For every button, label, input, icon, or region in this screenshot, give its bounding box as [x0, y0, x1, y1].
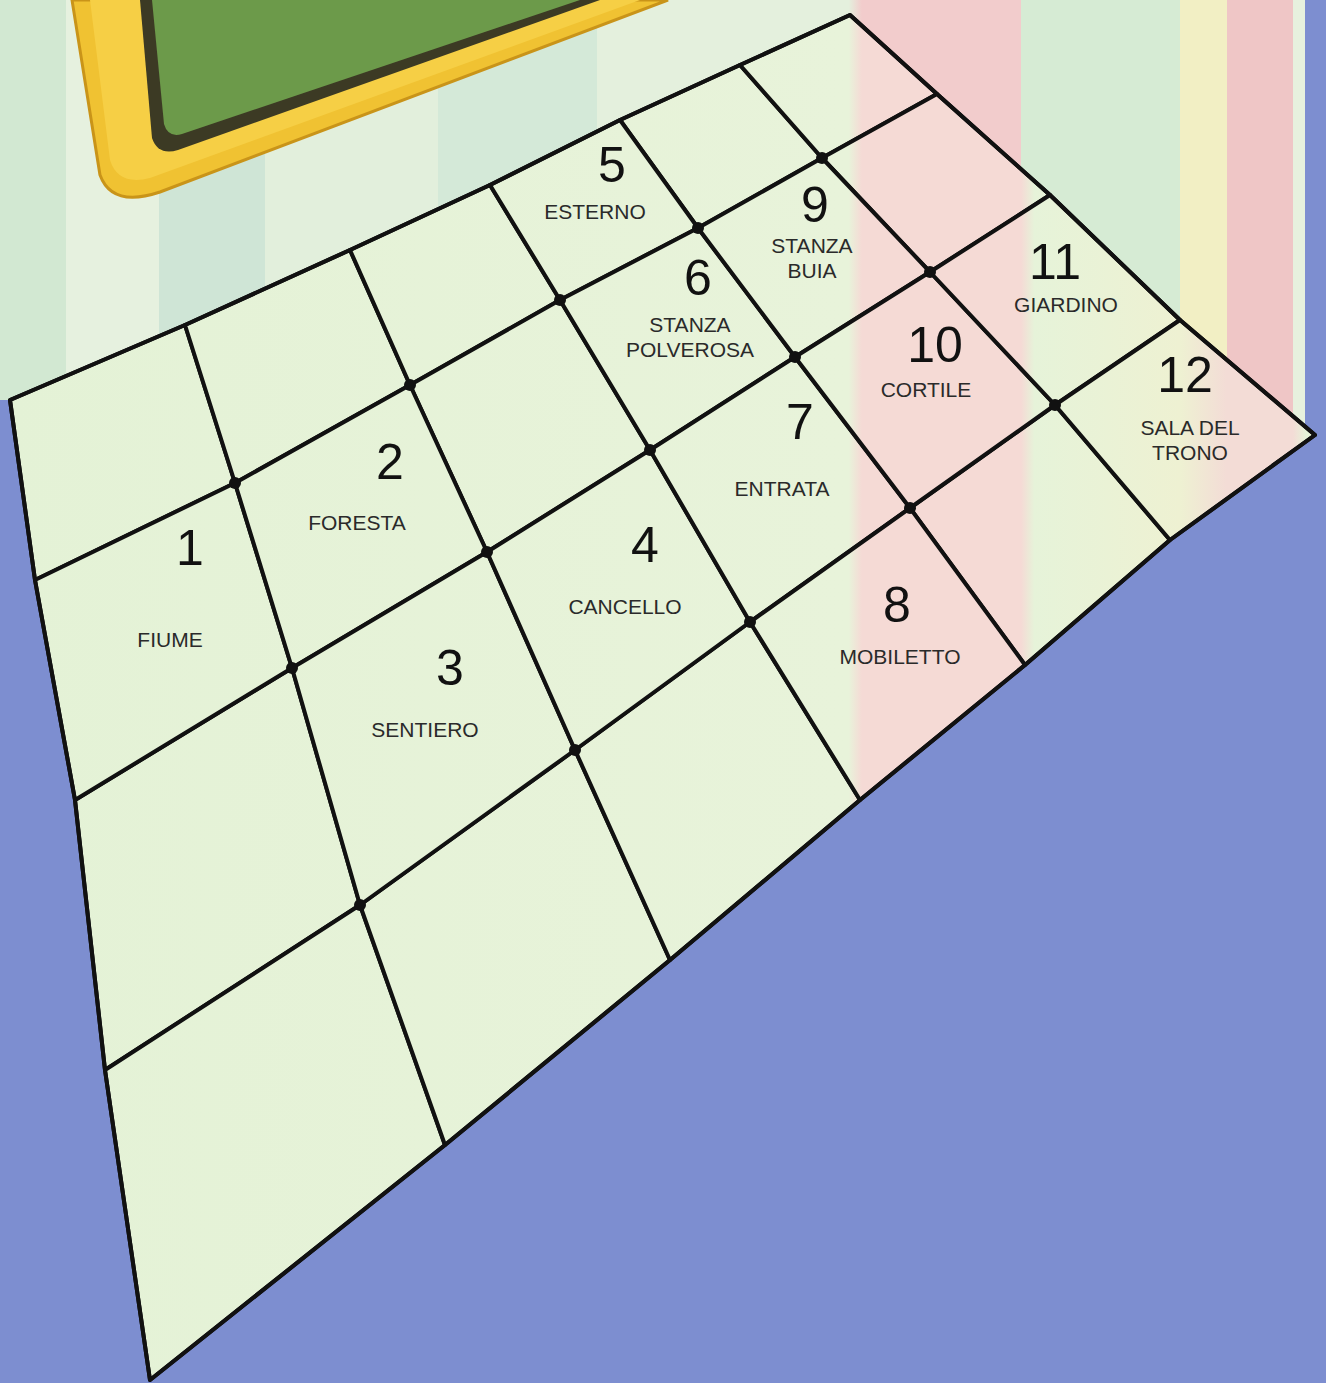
room-number: 2 — [376, 437, 404, 487]
room-name: ENTRATA — [717, 476, 847, 501]
room-name: STANZA POLVEROSA — [610, 312, 770, 362]
grid-dot — [904, 502, 916, 514]
room-name: FIUME — [110, 627, 230, 652]
grid-dot — [404, 379, 416, 391]
room-name: MOBILETTO — [830, 644, 970, 669]
grid-dot — [816, 152, 828, 164]
grid-dot — [1049, 399, 1061, 411]
room-name: FORESTA — [292, 510, 422, 535]
grid-dot — [692, 222, 704, 234]
room-number: 12 — [1157, 350, 1213, 400]
room-name: SALA DEL TRONO — [1125, 415, 1255, 465]
room-name: STANZA BUIA — [762, 233, 862, 283]
grid-dot — [569, 744, 581, 756]
grid-dot — [744, 616, 756, 628]
grid-border — [10, 15, 1315, 1380]
room-cell: 8MOBILETTO — [750, 508, 1025, 800]
grid-dot — [229, 477, 241, 489]
room-number: 4 — [631, 520, 659, 570]
room-number: 5 — [598, 140, 626, 190]
room-number: 6 — [684, 253, 712, 303]
room-name: GIARDINO — [1006, 292, 1126, 317]
room-name: CANCELLO — [555, 594, 695, 619]
room-number: 9 — [801, 180, 829, 230]
grid-dot — [354, 899, 366, 911]
room-number: 10 — [907, 320, 963, 370]
room-number: 7 — [786, 397, 814, 447]
room-name: CORTILE — [871, 377, 981, 402]
room-number: 1 — [176, 523, 204, 573]
grid-dot — [481, 546, 493, 558]
grid-dot — [789, 351, 801, 363]
grid-dot — [554, 294, 566, 306]
room-number: 8 — [883, 580, 911, 630]
room-number: 11 — [1029, 237, 1081, 287]
grid-dot — [286, 662, 298, 674]
grid-dot — [924, 266, 936, 278]
room-number: 3 — [436, 643, 464, 693]
grid-dot — [644, 444, 656, 456]
room-cell: 12SALA DEL TRONO — [1055, 320, 1315, 540]
room-name: SENTIERO — [355, 717, 495, 742]
room-name: ESTERNO — [530, 199, 660, 224]
